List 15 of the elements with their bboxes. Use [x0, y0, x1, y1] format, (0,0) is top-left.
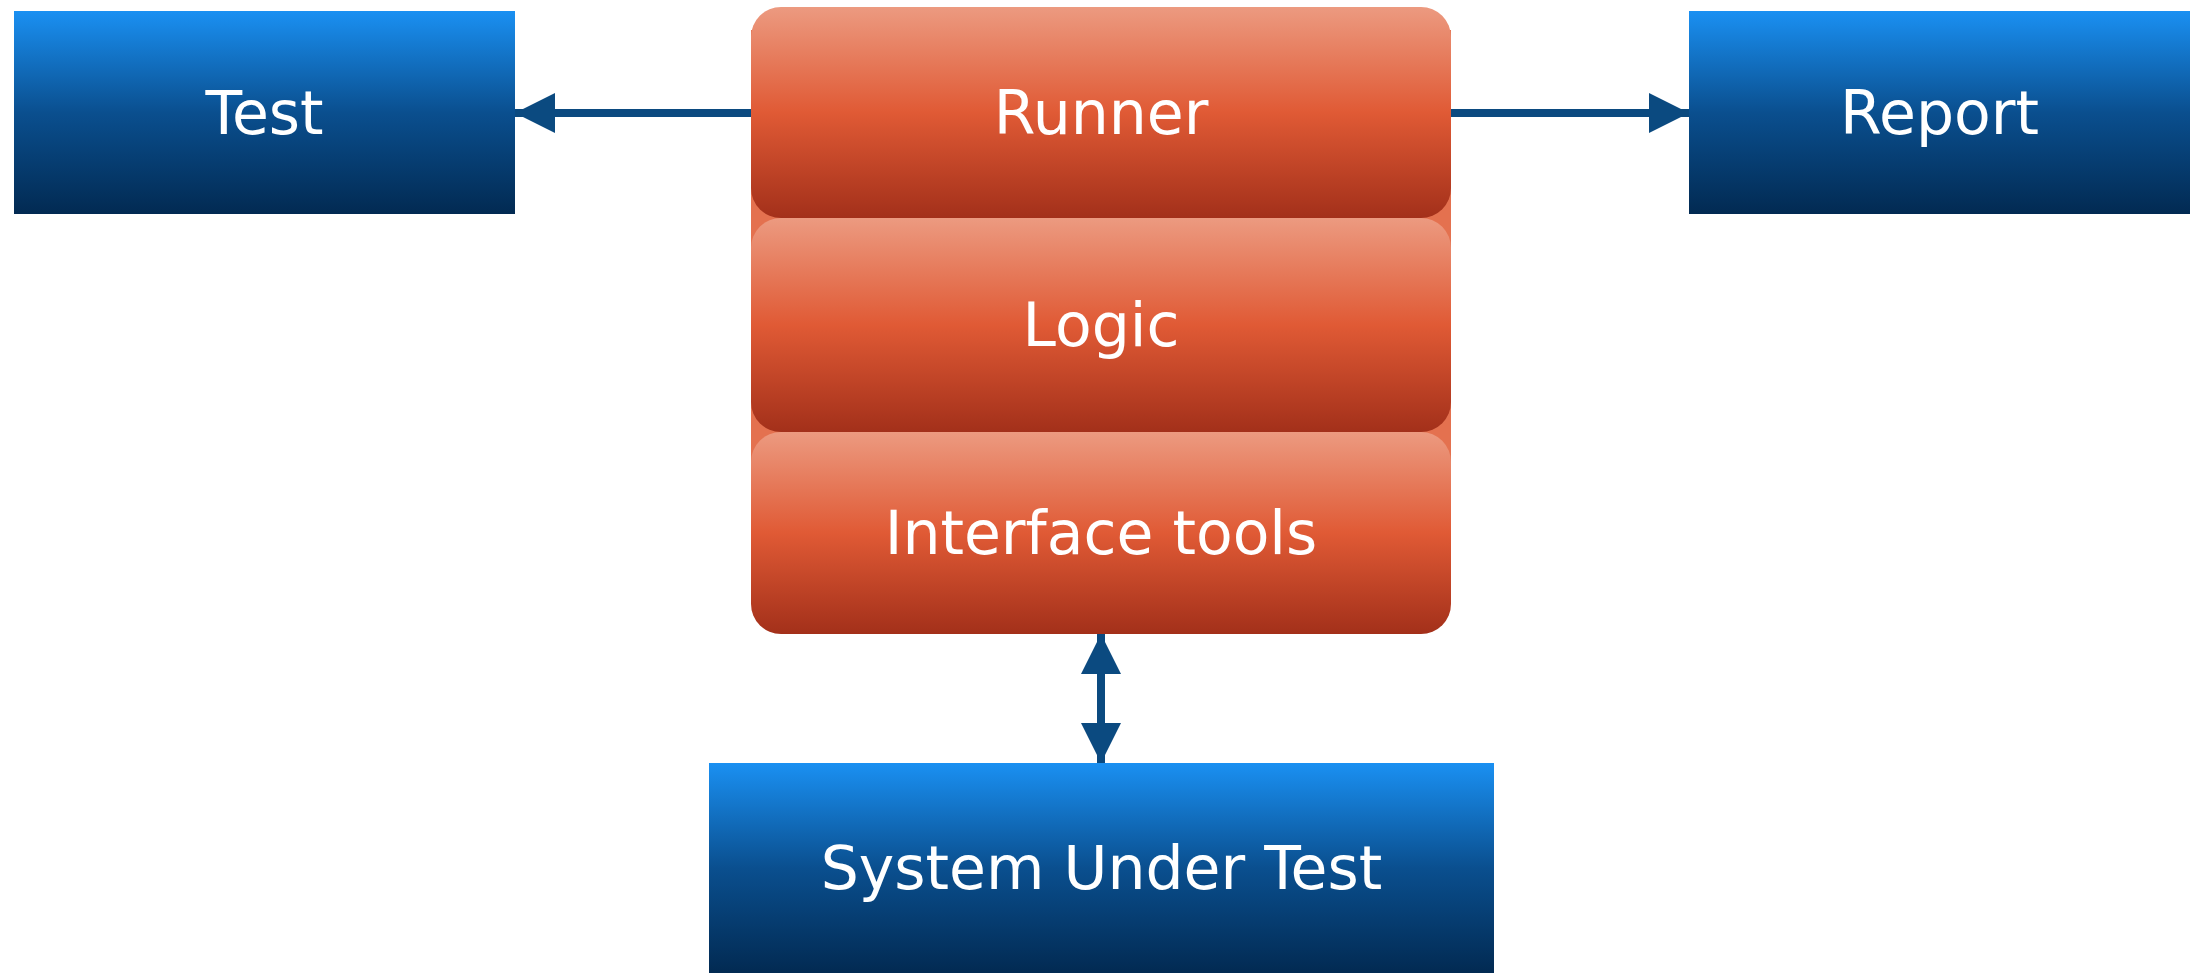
action-box [1689, 11, 2190, 214]
box-label: Interface tools [884, 498, 1318, 568]
layer-box [751, 7, 1451, 218]
box-label: System Under Test [820, 833, 1383, 903]
action-box [14, 11, 515, 214]
arrow [1451, 93, 1689, 133]
arrow [515, 93, 751, 133]
layer-box [751, 218, 1451, 432]
arrow [1081, 634, 1121, 763]
box-label: Logic [1022, 290, 1180, 360]
system-box [709, 763, 1494, 973]
layer-box [751, 432, 1451, 634]
box-label: Runner [993, 77, 1209, 148]
box-label: Test [205, 77, 324, 148]
box-label: Report [1840, 77, 2039, 148]
